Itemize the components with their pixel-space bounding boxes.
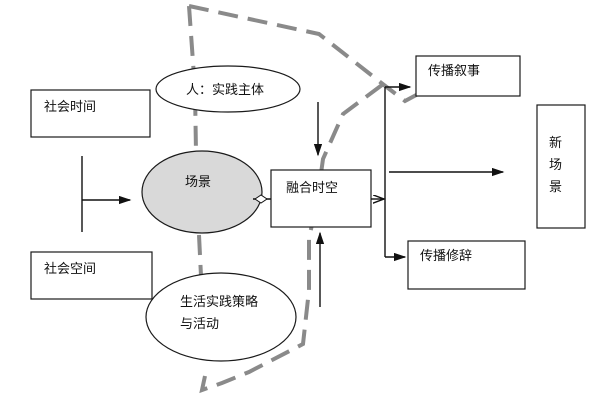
fusion-box — [270, 169, 372, 228]
subject-label: 人：实践主体 — [186, 83, 264, 98]
scene-fusion-connector-icon — [254, 194, 268, 204]
social-space-label: 社会空间 — [44, 261, 96, 277]
rhetoric-box — [407, 240, 526, 290]
scene-ellipse — [141, 150, 263, 234]
narrative-box — [415, 55, 521, 97]
subject-ellipse — [155, 65, 301, 113]
fusion-label: 融合时空 — [286, 181, 338, 196]
social-time-box — [30, 89, 151, 138]
new-scene-char-3: 景 — [549, 180, 562, 195]
new-scene-char-2: 场 — [549, 158, 562, 173]
strategy-label-line1: 生活实践策略 — [180, 294, 258, 310]
social-space-box — [30, 251, 153, 300]
strategy-label-line2: 与活动 — [180, 317, 219, 332]
social-time-label: 社会时间 — [44, 99, 96, 115]
strategy-ellipse — [145, 272, 297, 362]
dashed-boundary — [187, 4, 421, 394]
new-scene-char-1: 新 — [549, 135, 562, 151]
new-scene-box — [536, 104, 586, 229]
scene-label: 场景 — [185, 175, 211, 190]
narrative-label: 传播叙事 — [428, 64, 480, 79]
rhetoric-label: 传播修辞 — [420, 249, 472, 264]
